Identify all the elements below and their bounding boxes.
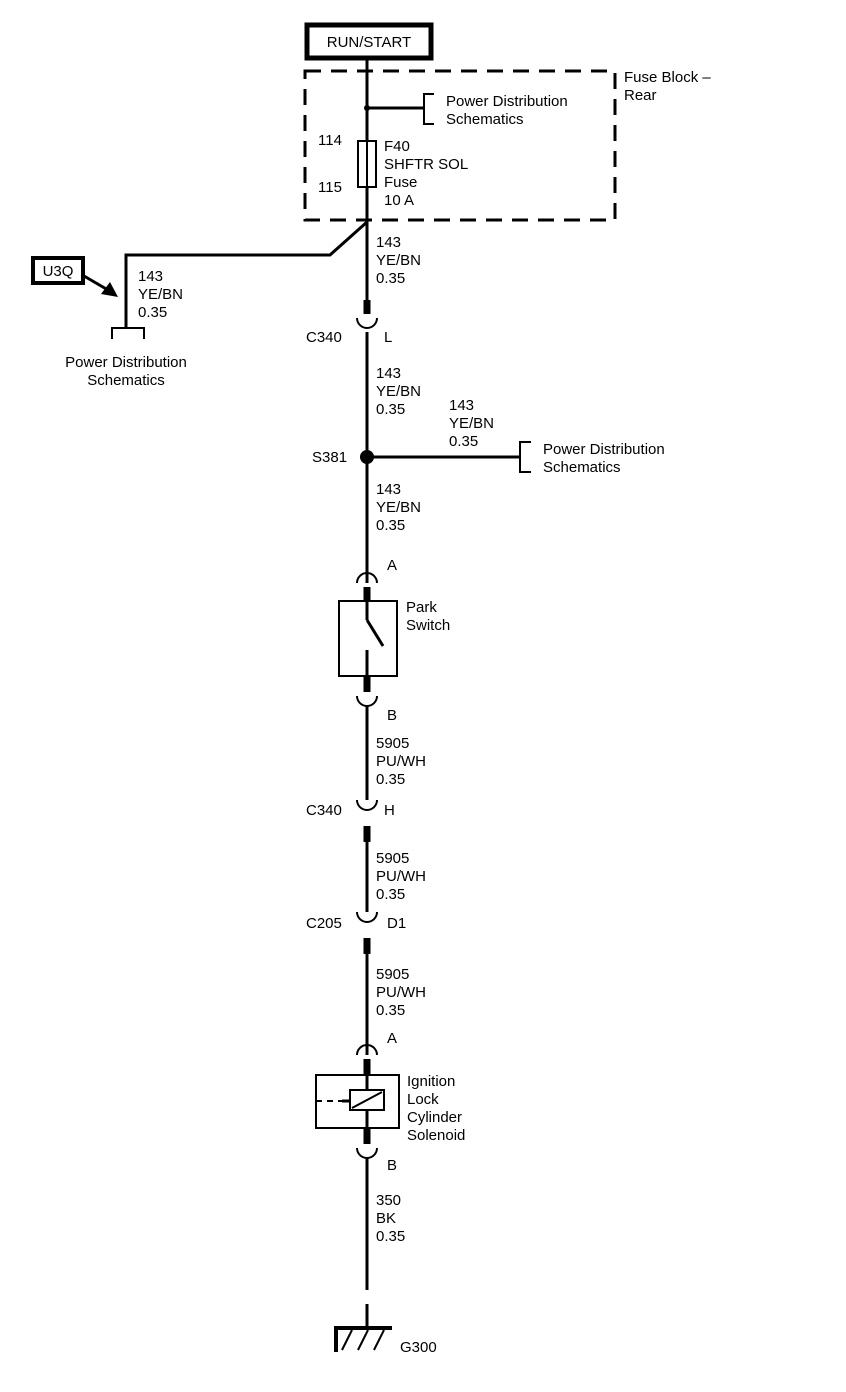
park-switch-label-1: Park bbox=[406, 599, 437, 616]
wire-4-color: PU/WH bbox=[376, 753, 426, 770]
wire-3-circuit: 143 bbox=[376, 481, 401, 498]
fuse-block-label-2: Rear bbox=[624, 87, 657, 104]
fuse-block-enclosure bbox=[303, 69, 617, 222]
c340-b-pin: H bbox=[384, 802, 395, 819]
solenoid-label-2: Lock bbox=[407, 1091, 439, 1108]
wire-5-circuit: 5905 bbox=[376, 850, 409, 867]
pd-ref-left-2: Schematics bbox=[87, 372, 165, 389]
wire-2-color: YE/BN bbox=[376, 383, 421, 400]
fuse-label-2: SHFTR SOL bbox=[384, 156, 468, 173]
wire-6-size: 0.35 bbox=[376, 1002, 405, 1019]
solenoid-label-4: Solenoid bbox=[407, 1127, 465, 1144]
connector-c205-female bbox=[356, 911, 378, 923]
park-switch-pin-b: B bbox=[387, 707, 397, 724]
option-arrow-shaft bbox=[83, 274, 109, 292]
fuse-block-label-1: Fuse Block – bbox=[624, 69, 711, 86]
wire-2-size: 0.35 bbox=[376, 401, 405, 418]
c205-pin: D1 bbox=[387, 915, 406, 932]
park-switch-label-2: Switch bbox=[406, 617, 450, 634]
connector-solenoid-a bbox=[356, 1044, 378, 1056]
wire-u3q-branch bbox=[124, 220, 368, 328]
wire-1-size: 0.35 bbox=[376, 270, 405, 287]
wire-2-circuit: 143 bbox=[376, 365, 401, 382]
wire-branch-color: YE/BN bbox=[449, 415, 494, 432]
park-switch-pin-a: A bbox=[387, 557, 397, 574]
fuse-label-1: F40 bbox=[384, 138, 410, 155]
power-source-box: RUN/START bbox=[304, 22, 434, 61]
connector-park-switch-b bbox=[356, 695, 378, 707]
wire-branch-circuit: 143 bbox=[449, 397, 474, 414]
fuse-f40 bbox=[357, 140, 377, 188]
pd-ref-right-1: Power Distribution bbox=[543, 441, 665, 458]
park-switch-blade bbox=[365, 619, 385, 647]
wire-option-color: YE/BN bbox=[138, 286, 183, 303]
power-source-label: RUN/START bbox=[327, 34, 411, 51]
fuse-label-3: Fuse bbox=[384, 174, 417, 191]
fuse-pin-out: 115 bbox=[318, 179, 342, 196]
wire-5-color: PU/WH bbox=[376, 868, 426, 885]
wire-5-size: 0.35 bbox=[376, 886, 405, 903]
wire-7-size: 0.35 bbox=[376, 1228, 405, 1245]
pd-ref-top-1: Power Distribution bbox=[446, 93, 568, 110]
wire-1-color: YE/BN bbox=[376, 252, 421, 269]
c205-name: C205 bbox=[306, 915, 342, 932]
pd-ref-left-1: Power Distribution bbox=[65, 354, 187, 371]
wire-3-color: YE/BN bbox=[376, 499, 421, 516]
pd-ref-right-2: Schematics bbox=[543, 459, 621, 476]
solenoid-coil-diagonal bbox=[351, 1091, 383, 1109]
pd-bracket-right bbox=[519, 441, 531, 473]
ground-label: G300 bbox=[400, 1339, 437, 1356]
solenoid-body bbox=[315, 1074, 400, 1129]
wire-7-circuit: 350 bbox=[376, 1192, 401, 1209]
wire-6-circuit: 5905 bbox=[376, 966, 409, 983]
connector-c340-h-female bbox=[356, 799, 378, 811]
wire-3-size: 0.35 bbox=[376, 517, 405, 534]
wire-4-size: 0.35 bbox=[376, 771, 405, 788]
wire-branch-size: 0.35 bbox=[449, 433, 478, 450]
option-tag-label: U3Q bbox=[43, 263, 74, 280]
solenoid-pin-b: B bbox=[387, 1157, 397, 1174]
wire-option-size: 0.35 bbox=[138, 304, 167, 321]
connector-solenoid-b bbox=[356, 1147, 378, 1159]
solenoid-label-3: Cylinder bbox=[407, 1109, 462, 1126]
fuse-pin-in: 114 bbox=[318, 132, 342, 149]
wire-4-circuit: 5905 bbox=[376, 735, 409, 752]
solenoid-pin-a: A bbox=[387, 1030, 397, 1047]
connector-c340-l-female bbox=[356, 317, 378, 329]
wire-option-circuit: 143 bbox=[138, 268, 163, 285]
connector-park-switch-a bbox=[356, 572, 378, 584]
c340-a-name: C340 bbox=[306, 329, 342, 346]
option-tag-u3q: U3Q bbox=[31, 256, 85, 285]
wire-6-color: PU/WH bbox=[376, 984, 426, 1001]
pd-bracket-left bbox=[111, 327, 145, 339]
splice-label: S381 bbox=[312, 449, 347, 466]
ground-symbol-g300 bbox=[334, 1326, 392, 1352]
c340-b-name: C340 bbox=[306, 802, 342, 819]
option-arrow-head bbox=[101, 282, 118, 297]
pd-ref-top-2: Schematics bbox=[446, 111, 524, 128]
wire-7-color: BK bbox=[376, 1210, 396, 1227]
c340-a-pin: L bbox=[384, 329, 392, 346]
solenoid-label-1: Ignition bbox=[407, 1073, 455, 1090]
wire-1-circuit: 143 bbox=[376, 234, 401, 251]
fuse-label-4: 10 A bbox=[384, 192, 414, 209]
pd-bracket-top bbox=[423, 93, 434, 125]
